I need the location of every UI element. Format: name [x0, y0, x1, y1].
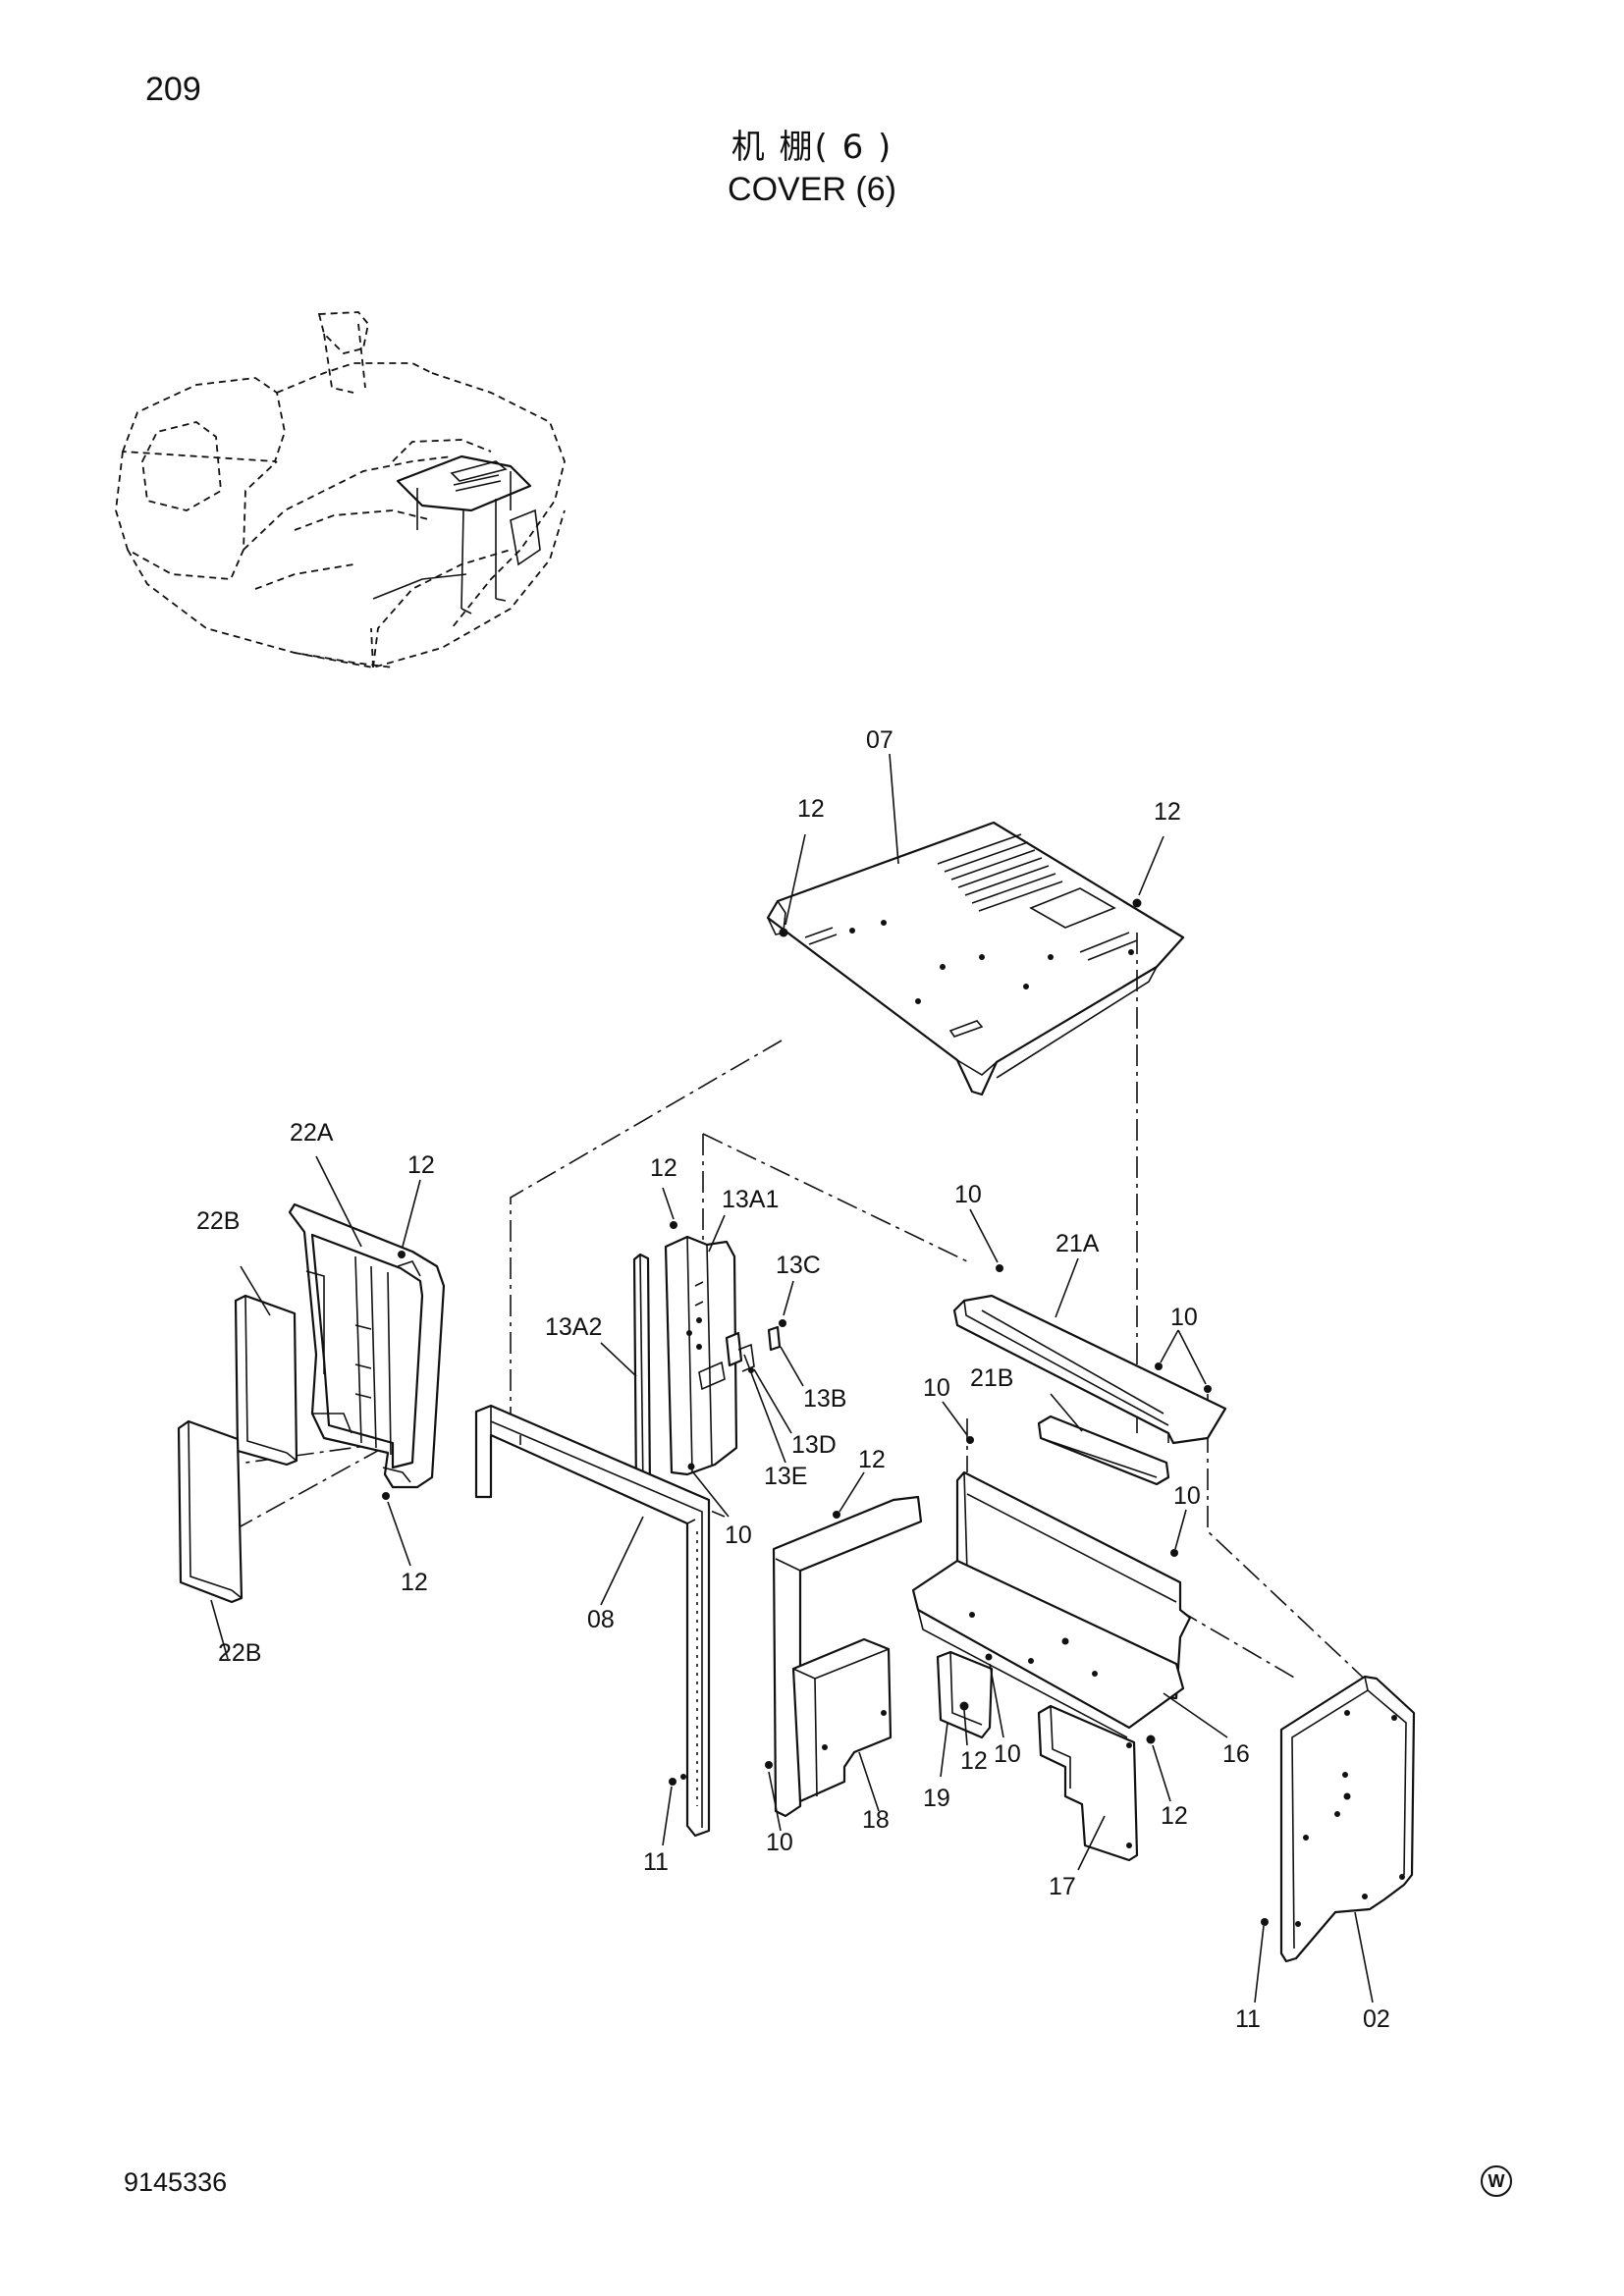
callout-22B: 22B — [218, 1639, 261, 1667]
callout-12: 12 — [797, 795, 825, 823]
callout-22A: 22A — [290, 1119, 334, 1147]
document-number: 9145336 — [124, 2167, 228, 2197]
part-07-top-cover — [766, 821, 1185, 1096]
callout-10: 10 — [923, 1374, 950, 1402]
vent-slots — [937, 833, 1063, 912]
part-18-cover — [765, 1495, 923, 1818]
callout-18: 18 — [862, 1806, 890, 1834]
title-english: COVER (6) — [728, 171, 896, 208]
part-02-side-panel — [1261, 1675, 1416, 1963]
title-chinese: 机 棚( 6 ) — [731, 128, 893, 167]
callout-13A1: 13A1 — [722, 1186, 779, 1213]
callout-labels: 07 12 12 22A 12 22B 22B 12 12 13A1 13A2 … — [196, 726, 1390, 2033]
callout-11: 11 — [643, 1848, 669, 1876]
callout-13A2: 13A2 — [545, 1313, 602, 1341]
publisher-mark: W — [1481, 2165, 1512, 2197]
callout-21A: 21A — [1056, 1230, 1100, 1257]
callout-12: 12 — [650, 1154, 677, 1182]
part-16-panel — [911, 1436, 1192, 1738]
callout-19: 19 — [923, 1785, 950, 1812]
callout-12: 12 — [1161, 1802, 1188, 1830]
callout-12: 12 — [1154, 798, 1181, 826]
callout-13B: 13B — [803, 1385, 846, 1413]
callout-13E: 13E — [764, 1463, 807, 1490]
part-21B-pad — [1037, 1415, 1170, 1486]
leader-lines — [210, 753, 1374, 2003]
callout-10: 10 — [725, 1522, 752, 1549]
callout-07: 07 — [866, 726, 893, 754]
page-number: 209 — [145, 71, 201, 108]
callout-16: 16 — [1222, 1740, 1250, 1768]
callout-12: 12 — [858, 1446, 886, 1473]
callout-17: 17 — [1049, 1873, 1076, 1900]
callout-13C: 13C — [776, 1252, 821, 1279]
key-view-machine — [115, 311, 566, 668]
callout-10: 10 — [1173, 1482, 1201, 1510]
callout-10: 10 — [1170, 1304, 1198, 1331]
part-22A-frame — [288, 1202, 446, 1500]
callout-10: 10 — [994, 1740, 1021, 1768]
callout-12: 12 — [407, 1151, 435, 1179]
part-17-plate — [1037, 1704, 1156, 1862]
callout-10: 10 — [766, 1829, 793, 1856]
callout-13D: 13D — [791, 1431, 837, 1459]
part-08-channel — [474, 1404, 711, 1838]
callout-12: 12 — [401, 1569, 428, 1596]
callout-10: 10 — [954, 1181, 982, 1208]
part-22B-pads — [177, 1294, 298, 1604]
callout-12: 12 — [960, 1747, 988, 1775]
callout-21B: 21B — [970, 1364, 1013, 1392]
callout-11: 11 — [1235, 2005, 1261, 2033]
part-19-plate — [936, 1650, 994, 1739]
callout-02: 02 — [1363, 2005, 1390, 2033]
callout-08: 08 — [587, 1606, 615, 1633]
part-21A-bracket — [952, 1264, 1227, 1445]
callout-22B: 22B — [196, 1207, 240, 1235]
part-13A1-panel — [664, 1221, 786, 1476]
